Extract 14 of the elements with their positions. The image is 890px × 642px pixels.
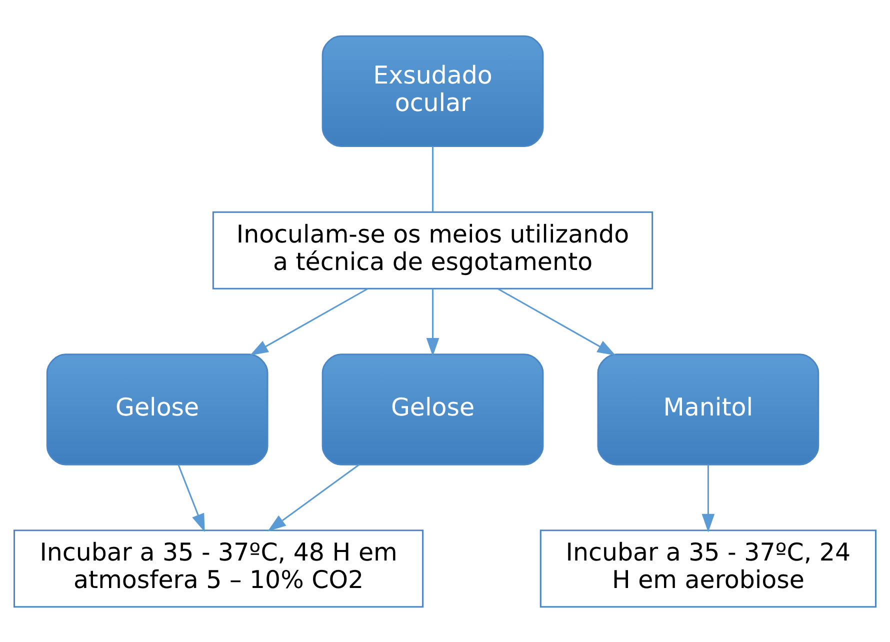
- node-box: Incubar a 35 - 37ºC, 24 H em aerobiose: [540, 529, 876, 608]
- arrow: [498, 288, 616, 356]
- node-box: Gelose: [46, 353, 268, 465]
- node-box: Gelose: [322, 353, 544, 465]
- node-box: Inoculam-se os meios utilizando a técnica de esgotamento: [212, 210, 654, 289]
- arrow: [268, 464, 360, 531]
- arrow: [250, 288, 368, 356]
- node-box: Exsudado ocular: [322, 34, 544, 147]
- arrow: [702, 464, 715, 532]
- connector: [432, 146, 434, 212]
- node-box: Incubar a 35 - 37ºC, 48 H em atmosfera 5 – 10% CO2: [14, 529, 424, 608]
- node-box: Manitol: [597, 353, 820, 465]
- arrow: [178, 464, 205, 532]
- arrow: [426, 288, 440, 356]
